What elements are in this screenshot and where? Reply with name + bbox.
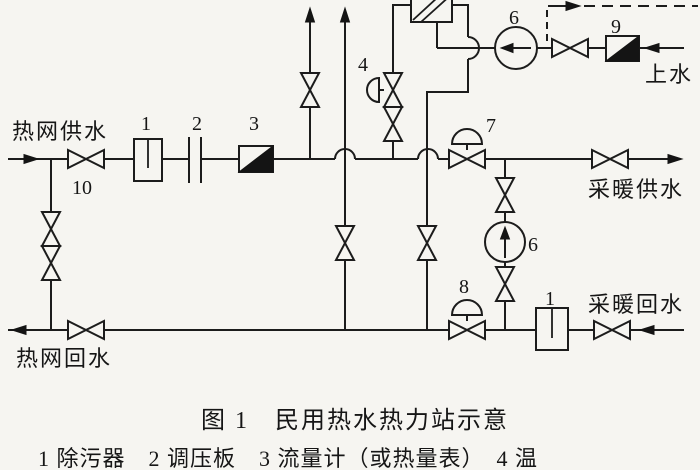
- flow-arrow-icon: [339, 6, 351, 23]
- pump-6-mixing: [484, 221, 526, 263]
- figure-legend: 1 除污器 2 调压板 3 流量计（或热量表） 4 温: [38, 446, 538, 470]
- dome-actuator-icon: [450, 128, 484, 145]
- flowmeter-3: [237, 144, 274, 173]
- pump-flow-arrow-icon: [499, 42, 514, 54]
- flow-arrow-icon: [667, 153, 684, 165]
- flow-arrow-icon: [565, 0, 582, 12]
- gate-valve-bypass-lower: [40, 245, 62, 281]
- num-10: 10: [72, 177, 92, 199]
- temp-regulator-4: [366, 72, 404, 142]
- flow-arrow-icon: [638, 324, 655, 336]
- valve-10: [67, 148, 105, 170]
- sensor-bulb-icon: [366, 76, 380, 104]
- num-7: 7: [486, 115, 496, 137]
- label-return-out: 热网回水: [16, 346, 112, 371]
- control-valve-8: [448, 299, 486, 341]
- water-meter-9: [604, 34, 640, 62]
- control-valve-7: [448, 128, 486, 170]
- heat-exchanger: [410, 0, 453, 23]
- num-6-mixing: 6: [528, 234, 538, 256]
- gate-valve-mixing-lower: [494, 266, 516, 302]
- figure-caption: 图 1 民用热水热力站示意: [201, 407, 509, 434]
- flow-arrow-icon: [304, 6, 316, 23]
- pipe-hot-water-risers: [309, 12, 346, 330]
- pump-6-top: [494, 26, 538, 70]
- num-4: 4: [358, 54, 368, 76]
- dome-actuator-icon: [450, 299, 484, 316]
- pressure-plate-2: [188, 137, 202, 183]
- flow-arrow-icon: [10, 324, 27, 336]
- label-heating-supply: 采暖供水: [588, 177, 684, 202]
- flow-arrow-icon: [23, 153, 40, 165]
- gate-valve-bypass-upper: [40, 211, 62, 247]
- num-3: 3: [249, 113, 259, 135]
- flow-arrows: [10, 6, 684, 336]
- label-heating-return: 采暖回水: [588, 292, 684, 317]
- gate-valve-mixing-upper: [494, 177, 516, 213]
- num-9: 9: [611, 16, 621, 38]
- num-1-return: 1: [545, 288, 555, 310]
- gate-valve-return-left: [67, 319, 105, 341]
- num-1-supply: 1: [141, 113, 151, 135]
- num-6-top: 6: [509, 7, 519, 29]
- label-supply-in: 热网供水: [12, 119, 108, 144]
- strainer-1-supply: [133, 138, 163, 182]
- gate-valve-heating-supply: [591, 148, 629, 170]
- gate-valve-heating-return: [593, 319, 631, 341]
- strainer-1-return: [535, 307, 569, 351]
- gate-valve-tap-water: [551, 37, 589, 59]
- num-8: 8: [459, 276, 469, 298]
- gate-valve-riser-left: [299, 72, 321, 108]
- label-tap-water: 上水: [645, 62, 693, 87]
- num-2: 2: [192, 113, 202, 135]
- gate-valve-hx-outlet: [416, 225, 438, 261]
- pipe-signal-dashed-line: [546, 0, 698, 46]
- pump-flow-arrow-icon: [499, 225, 511, 240]
- flow-arrow-icon: [643, 42, 660, 54]
- gate-valve-riser-right: [334, 225, 356, 261]
